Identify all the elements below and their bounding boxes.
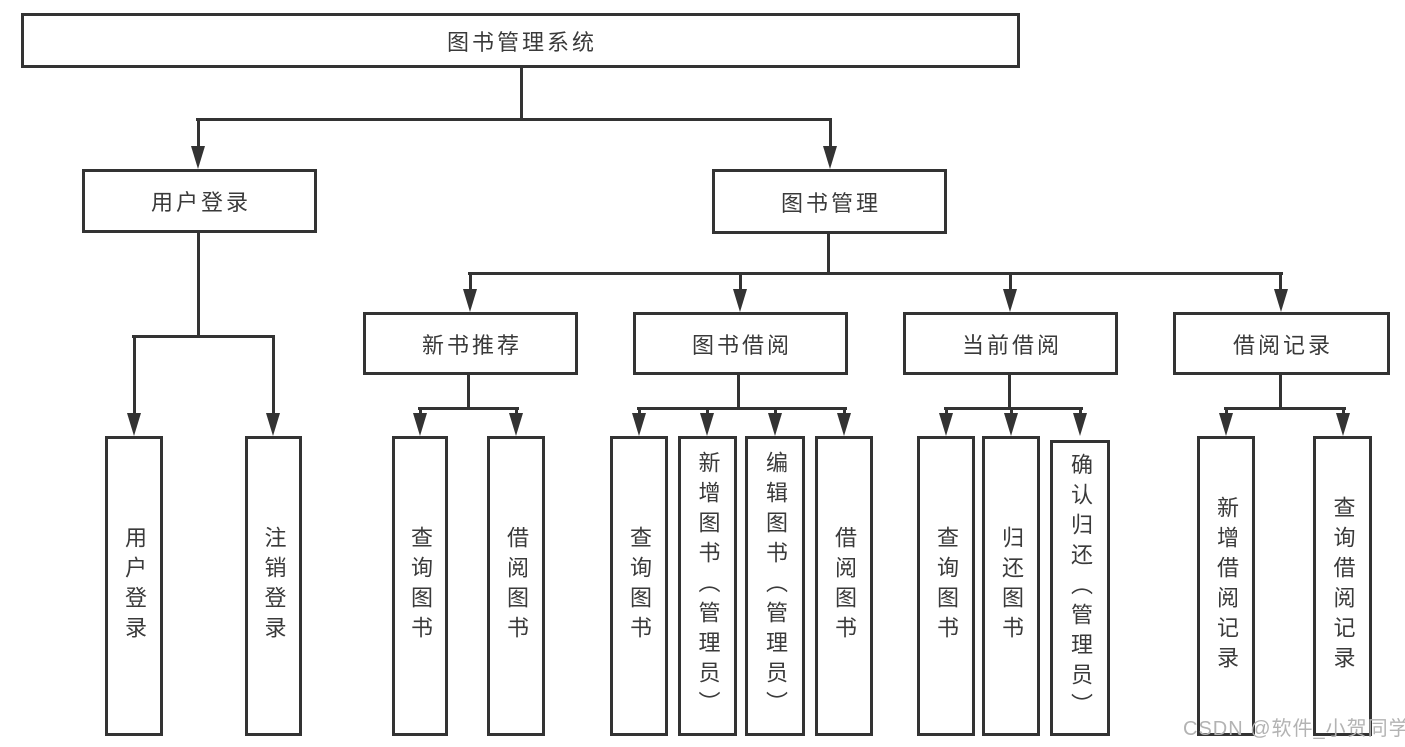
connector-current-borrow-stub-3	[1079, 407, 1082, 417]
connector-book-mgmt-vline	[827, 234, 830, 272]
connector-user-login-vline	[197, 233, 200, 335]
connector-user-login-stub-left	[133, 335, 136, 415]
arrow-down-icon	[768, 413, 782, 436]
arrow-down-icon	[463, 289, 477, 312]
connector-new-book-vline	[467, 375, 470, 407]
connector-book-borrow-stub-4	[843, 407, 846, 417]
connector-borrow-records-vline	[1279, 375, 1282, 407]
node-book-borrowing-label: 图书借阅	[691, 332, 792, 358]
connector-book-borrow-vline	[737, 375, 740, 407]
connector-borrow-records-stub-2	[1342, 407, 1345, 417]
connector-current-borrow-vline	[1008, 375, 1011, 407]
leaf-borrow-books-recommend: 借阅图书	[487, 436, 545, 736]
leaf-borrow-books-recommend-label: 借阅图书	[504, 526, 529, 646]
leaf-add-books-admin: 新增图书（管理员）	[678, 436, 737, 736]
arrow-down-icon	[266, 413, 280, 436]
arrow-down-icon	[733, 289, 747, 312]
node-book-management: 图书管理	[712, 169, 947, 234]
connector-current-borrow-hline	[944, 407, 1083, 410]
connector-book-mgmt-hline	[468, 272, 1283, 275]
leaf-borrow-books: 借阅图书	[815, 436, 873, 736]
connector-borrow-records-hline	[1224, 407, 1346, 410]
connector-borrow-records-stub-1	[1225, 407, 1228, 417]
node-library-management-system: 图书管理系统	[21, 13, 1020, 68]
connector-book-borrow-hline	[637, 407, 847, 410]
node-current-borrowing: 当前借阅	[903, 312, 1118, 375]
connector-book-borrow-stub-1	[638, 407, 641, 417]
node-new-book-recommend: 新书推荐	[363, 312, 578, 375]
leaf-query-borrow-record: 查询借阅记录	[1313, 436, 1372, 736]
connector-new-book-hline	[418, 407, 519, 410]
leaf-add-books-admin-label: 新增图书（管理员）	[695, 451, 721, 721]
leaf-return-books-label: 归还图书	[999, 526, 1024, 646]
connector-new-book-stub-2	[515, 407, 518, 417]
connector-book-mgmt-stub-4	[1279, 272, 1282, 292]
leaf-confirm-return-admin-label: 确认归还（管理员）	[1068, 453, 1093, 723]
connector-root-hline	[196, 118, 832, 121]
connector-current-borrow-stub-2	[1010, 407, 1013, 417]
connector-book-mgmt-stub-3	[1009, 272, 1012, 292]
arrow-down-icon	[509, 413, 523, 436]
connector-book-borrow-stub-3	[774, 407, 777, 417]
leaf-borrow-books-label: 借阅图书	[832, 526, 857, 646]
connector-root-stub-left	[197, 118, 200, 148]
arrow-down-icon	[1004, 413, 1018, 436]
leaf-logout: 注销登录	[245, 436, 302, 736]
node-borrowing-records-label: 借阅记录	[1232, 332, 1333, 358]
leaf-user-login-label: 用户登录	[122, 526, 147, 646]
node-library-management-system-label: 图书管理系统	[446, 29, 597, 55]
arrow-down-icon	[1274, 289, 1288, 312]
arrow-down-icon	[823, 146, 837, 169]
arrow-down-icon	[127, 413, 141, 436]
connector-new-book-stub-1	[419, 407, 422, 417]
leaf-edit-books-admin: 编辑图书（管理员）	[745, 436, 805, 736]
csdn-watermark: CSDN @软件_小贺同学	[1183, 718, 1405, 740]
leaf-add-borrow-record-label: 新增借阅记录	[1214, 496, 1239, 676]
connector-book-mgmt-stub-1	[469, 272, 472, 292]
connector-book-borrow-stub-2	[706, 407, 709, 417]
arrow-down-icon	[939, 413, 953, 436]
arrow-down-icon	[1003, 289, 1017, 312]
node-user-login-label: 用户登录	[150, 190, 251, 215]
node-book-borrowing: 图书借阅	[633, 312, 848, 375]
arrow-down-icon	[632, 413, 646, 436]
arrow-down-icon	[1073, 413, 1087, 436]
node-new-book-recommend-label: 新书推荐	[421, 332, 522, 358]
arrow-down-icon	[1219, 413, 1233, 436]
connector-user-login-hline	[132, 335, 275, 338]
leaf-add-borrow-record: 新增借阅记录	[1197, 436, 1255, 736]
leaf-query-books-current-label: 查询图书	[934, 526, 959, 646]
node-user-login: 用户登录	[82, 169, 317, 233]
leaf-query-books-borrowing-label: 查询图书	[627, 526, 652, 646]
connector-root-stub-right	[829, 118, 832, 148]
connector-book-mgmt-stub-2	[739, 272, 742, 292]
arrow-down-icon	[1336, 413, 1350, 436]
leaf-edit-books-admin-label: 编辑图书（管理员）	[763, 451, 788, 721]
leaf-query-books-recommend: 查询图书	[392, 436, 448, 736]
leaf-query-borrow-record-label: 查询借阅记录	[1330, 496, 1356, 676]
connector-current-borrow-stub-1	[945, 407, 948, 417]
node-book-management-label: 图书管理	[780, 190, 881, 216]
leaf-logout-label: 注销登录	[261, 526, 287, 646]
arrow-down-icon	[413, 413, 427, 436]
leaf-query-books-recommend-label: 查询图书	[408, 526, 433, 646]
connector-user-login-stub-right	[272, 335, 275, 415]
arrow-down-icon	[191, 146, 205, 169]
node-current-borrowing-label: 当前借阅	[961, 332, 1062, 358]
leaf-query-books-borrowing: 查询图书	[610, 436, 668, 736]
leaf-query-books-current: 查询图书	[917, 436, 975, 736]
arrow-down-icon	[837, 413, 851, 436]
leaf-return-books: 归还图书	[982, 436, 1040, 736]
connector-root-vline	[520, 68, 523, 118]
leaf-confirm-return-admin: 确认归还（管理员）	[1050, 440, 1110, 736]
leaf-user-login: 用户登录	[105, 436, 163, 736]
node-borrowing-records: 借阅记录	[1173, 312, 1390, 375]
arrow-down-icon	[700, 413, 714, 436]
